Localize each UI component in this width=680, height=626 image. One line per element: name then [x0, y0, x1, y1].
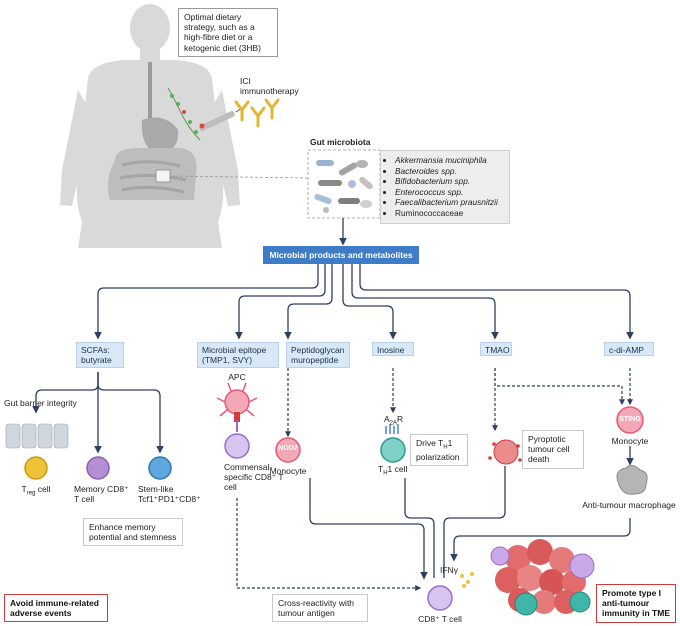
apc-icon: [216, 382, 258, 422]
gut-microbiota-title: Gut microbiota: [310, 137, 371, 147]
microbiota-panel: [307, 149, 381, 219]
anti-tumour-macrophage-label: Anti-tumour macrophage: [582, 500, 676, 510]
monocyte-label-1: Monocyte: [269, 466, 307, 476]
microbiota-item: Enterococcus spp.: [395, 187, 503, 198]
antibody-icons: [234, 98, 280, 128]
drive-th1-box: Drive TH1 polarization: [410, 434, 468, 467]
scfa-box: SCFAs: butyrate: [76, 342, 124, 368]
epitope-box: Microbial epitope (TMP1, SVY): [197, 342, 279, 368]
ici-label: ICI immunotherapy: [240, 76, 299, 97]
sting-monocyte-icon: [616, 406, 644, 434]
memory-cell-icon: [86, 456, 110, 480]
cdiamp-box: c-di-AMP: [604, 342, 654, 356]
a2ar-receptor-icon: [385, 424, 399, 434]
microbiota-item: Bifidobacterium spp.: [395, 176, 503, 187]
th1-cell-label: TH1 cell: [378, 464, 408, 477]
cross-reactivity-arrow: [236, 498, 422, 591]
gut-barrier-cells: [5, 423, 69, 449]
tmao-to-sting-arrow: [494, 368, 625, 406]
inosine-box: Inosine: [372, 342, 414, 356]
diet-text-box: Optimal dietary strategy, such as a high…: [178, 8, 278, 57]
gut-barrier-label: Gut barrier integrity: [4, 398, 77, 408]
stem-cell-icon: [148, 456, 172, 480]
enhance-memory-box: Enhance memory potential and stemness: [83, 518, 183, 547]
sting-label: STING: [619, 416, 641, 423]
branch-connectors: [94, 264, 634, 340]
pyroptotic-cell-icon: [488, 439, 522, 465]
a2ar-label: A2AR: [384, 414, 404, 427]
tmao-box: TMAO: [480, 342, 512, 356]
cross-reactivity-box: Cross-reactivity with tumour antigen: [272, 594, 368, 623]
th1-cell-icon: [380, 437, 406, 463]
promote-immunity-box: Promote type I anti-tumour immunity in T…: [596, 584, 676, 623]
ifn-dots: [460, 572, 474, 588]
peptidoglycan-box: Peptidoglycan muropeptide: [286, 342, 350, 368]
microbial-products-bar: Microbial products and metabolites: [263, 246, 419, 264]
microbiota-item: Akkermansia muciniphila: [395, 155, 503, 166]
convergence-connectors: [309, 466, 631, 580]
commensal-cell-icon: [224, 433, 250, 459]
avoid-adverse-events-box: Avoid immune-related adverse events: [4, 594, 108, 623]
monocyte-label-2: Monocyte: [611, 436, 649, 446]
treg-cell-icon: [24, 456, 48, 480]
macrophage-icon: [616, 464, 648, 495]
microbiota-list: Akkermansia muciniphilaBacteroides spp.B…: [380, 150, 510, 224]
gut-illustration: [107, 62, 309, 200]
cd8-t-cell-icon: [427, 585, 453, 611]
memory-cell-label: Memory CD8⁺ T cell: [74, 484, 129, 505]
apc-label: APC: [228, 372, 246, 382]
commensal-cell-label: Commensal-specific CD8⁺ T cell: [224, 462, 284, 493]
nod2-label: NOD2: [278, 445, 298, 452]
treg-cell-label: Treg cell: [21, 484, 51, 497]
diet-text: Optimal dietary strategy, such as a high…: [184, 12, 262, 53]
microbiota-item: Ruminococcaceae: [395, 208, 503, 219]
microbiota-item: Bacteroides spp.: [395, 166, 503, 177]
ifn-label: IFNγ: [440, 565, 458, 575]
microbiota-item: Faecalibacterium prausnitzii: [395, 197, 503, 208]
scfa-connectors: [32, 372, 164, 454]
stem-cell-label: Stem-like Tcf1⁺PD1⁺CD8⁺: [138, 484, 201, 505]
nod2-monocyte-icon: [275, 437, 301, 463]
pyroptotic-box: Pyroptotic tumour cell death: [522, 430, 584, 469]
tumour-cluster: [490, 539, 595, 616]
cd8-t-cell-label: CD8⁺ T cell: [418, 614, 462, 624]
